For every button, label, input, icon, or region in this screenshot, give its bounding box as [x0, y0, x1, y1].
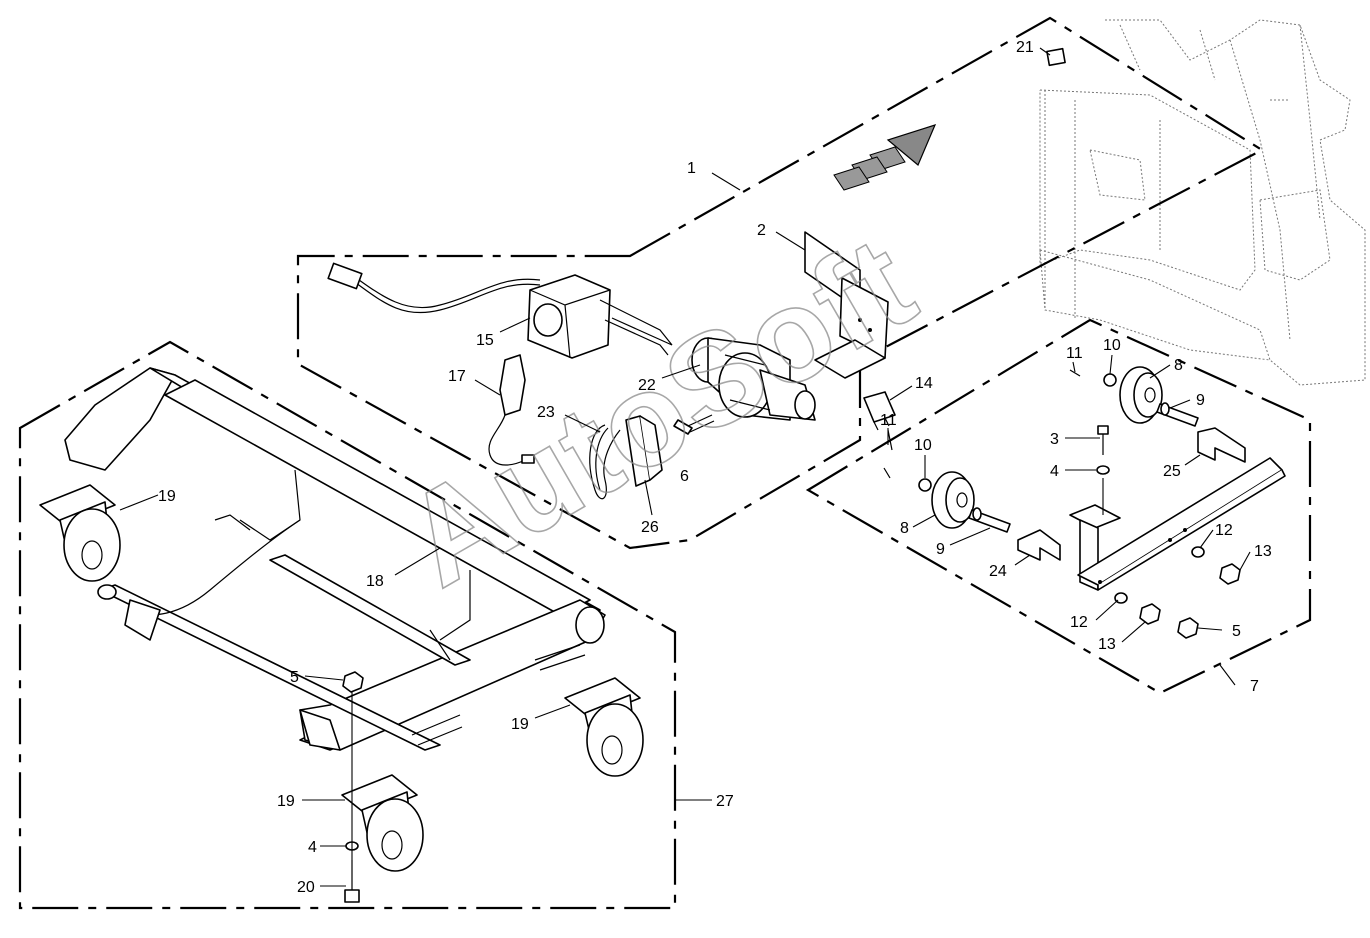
part-14-limit-switch [863, 391, 896, 431]
part-19-caster-lower-left [341, 774, 424, 872]
part-5-nut-dolly [342, 671, 364, 693]
callout-11-upper: 11 [1066, 345, 1083, 362]
part-8-pulley-lower [931, 471, 975, 529]
callout-9-lower: 9 [936, 541, 945, 558]
callout-10-upper: 10 [1103, 337, 1121, 354]
part-13-nut-lower [1139, 603, 1161, 625]
callout-23: 23 [537, 404, 555, 421]
group-boundary-1 [296, 16, 1265, 550]
part-21-block [1046, 47, 1066, 67]
part-3-bolt [1097, 425, 1109, 455]
callout-20: 20 [297, 879, 315, 896]
part-20-bolt [344, 860, 360, 903]
callout-25: 25 [1163, 463, 1181, 480]
part-10-washer-upper [1103, 373, 1117, 387]
part-10-washer-lower [918, 478, 932, 492]
part-13-nut-right [1219, 563, 1241, 585]
callout-7: 7 [1250, 678, 1259, 695]
group-boundary-7 [805, 318, 1312, 695]
callout-19-lower-right: 19 [511, 716, 529, 733]
part-6-bolt [673, 414, 715, 435]
group-boundary-27 [18, 340, 677, 910]
callout-13-right: 13 [1254, 543, 1272, 560]
part-26-clip [625, 415, 663, 487]
part-2-mounting-bracket [804, 231, 889, 379]
callout-4-dolly: 4 [308, 839, 317, 856]
watermark: AutoSoft [381, 208, 937, 614]
callout-4-group7: 4 [1050, 463, 1059, 480]
part-19-caster-upper-left [39, 484, 121, 582]
part-19-caster-lower-right [564, 677, 644, 777]
callout-6: 6 [680, 468, 689, 485]
part-7-tension-arm [1069, 457, 1286, 591]
part-5-nut-group7 [1177, 617, 1199, 639]
part-22-winch-gearbox [691, 337, 816, 421]
callout-24: 24 [989, 563, 1007, 580]
callout-11-lower: 11 [880, 412, 897, 429]
callout-13-lower: 13 [1098, 636, 1116, 653]
part-9-shaft-upper [1156, 402, 1199, 427]
callout-leaders [119, 47, 1251, 887]
callout-12-lower: 12 [1070, 614, 1088, 631]
callout-2: 2 [757, 222, 766, 239]
callout-12-right: 12 [1215, 522, 1233, 539]
callout-26: 26 [641, 519, 659, 536]
part-11-pins [883, 369, 1081, 479]
callout-10-lower: 10 [914, 437, 932, 454]
callout-14: 14 [915, 375, 933, 392]
callout-17: 17 [448, 368, 466, 385]
callout-19-lower-left: 19 [277, 793, 295, 810]
part-4-washer-upper [1096, 465, 1110, 475]
callout-19-upper-left: 19 [158, 488, 176, 505]
part-17-hand-switch [488, 354, 535, 466]
part-24-bracket [1017, 529, 1061, 561]
callout-8-upper: 8 [1174, 357, 1183, 374]
machine-frame-background [1039, 19, 1366, 386]
callout-18: 18 [366, 573, 384, 590]
direction-arrow-icon [833, 124, 937, 191]
callout-1: 1 [687, 160, 696, 177]
callout-numbers: 1 2 3 4 4 5 5 6 7 8 8 9 9 10 10 11 11 12… [158, 39, 1272, 896]
part-8-pulley-upper [1119, 366, 1163, 424]
callout-8-lower: 8 [900, 520, 909, 537]
part-9-shaft-lower [968, 507, 1011, 533]
callout-15: 15 [476, 332, 494, 349]
callout-3: 3 [1050, 431, 1059, 448]
callout-5-group7: 5 [1232, 623, 1241, 640]
part-12-washer-right [1191, 546, 1205, 558]
callout-9-upper: 9 [1196, 392, 1205, 409]
part-25-bracket [1197, 427, 1246, 463]
part-15-motor [327, 262, 673, 359]
part-23-cable-loop [589, 424, 621, 500]
part-18-dolly-frame [64, 367, 606, 751]
callout-21: 21 [1016, 39, 1034, 56]
callout-27: 27 [716, 793, 734, 810]
callout-5-dolly: 5 [290, 669, 299, 686]
callout-22: 22 [638, 377, 656, 394]
